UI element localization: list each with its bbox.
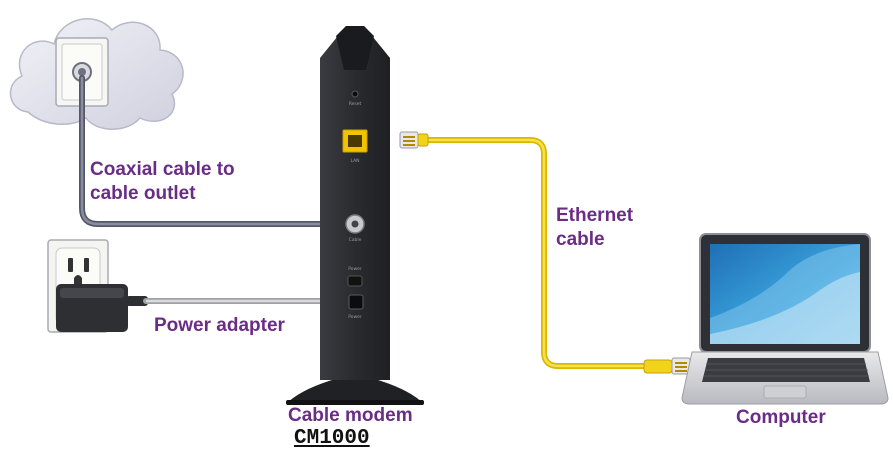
ethernet-connector-computer [643,357,691,375]
model-number-label: CM1000 [294,427,370,450]
cable-port-label: Cable [349,237,362,243]
reset-port-label: Reset [349,101,362,107]
power-adapter-label: Power adapter [154,315,285,336]
cable-modem-label: Cable modem [288,405,413,426]
laptop-icon [681,233,889,405]
ethernet-cable-label: Ethernet cable [556,204,633,252]
lan-port-label: LAN [350,158,359,164]
ethernet-cable-label-line1: Ethernet [556,205,634,226]
power-input-label: Power [348,314,362,320]
ethernet-cable-label-line2: cable [556,229,605,250]
computer-label: Computer [736,407,826,428]
reset-button: Reset [349,90,362,107]
power-switch: Power [347,266,363,287]
coax-port: Cable [345,214,365,243]
coaxial-cable-label-line2: cable outlet [90,183,196,204]
lan-port: LAN [342,129,368,164]
power-input-port: Power [348,294,364,320]
ethernet-cable [423,137,649,369]
cable-modem-icon: Reset LAN Cable Power Power [286,26,424,405]
power-switch-label: Power [348,266,362,272]
wall-cable-outlet-icon [55,37,109,107]
ethernet-connector-modem [399,131,429,149]
coaxial-cable-label: Coaxial cable to cable outlet [90,158,235,206]
power-adapter-icon [56,284,148,332]
coaxial-cable-label-line1: Coaxial cable to [90,159,235,180]
